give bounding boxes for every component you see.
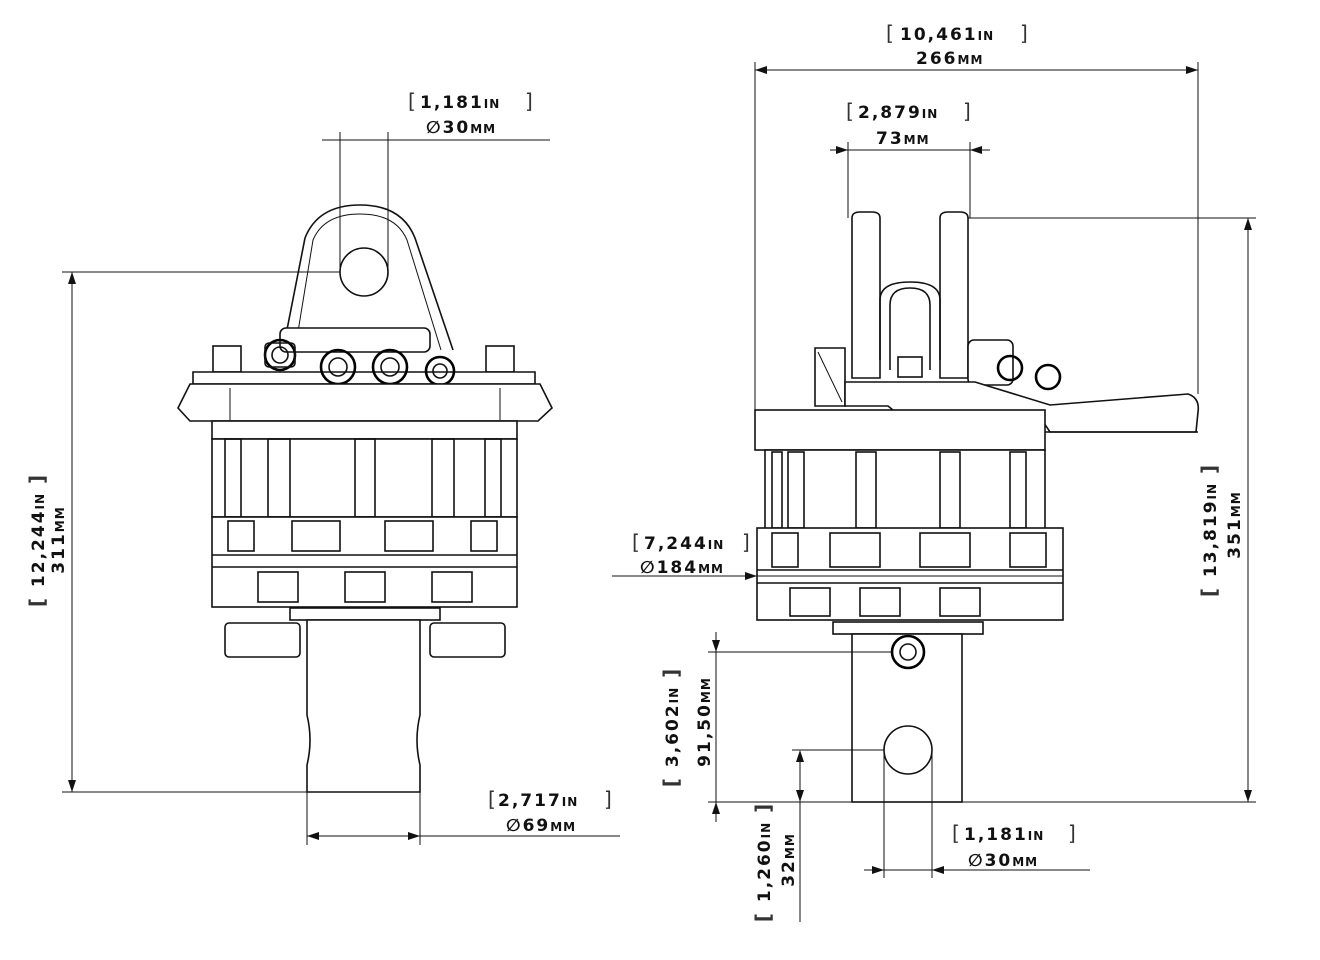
hole-offset-dimension: [ 1,260IN ] 32MM [751,749,884,923]
svg-text:2,717IN: 2,717IN [498,791,578,811]
yoke-gap-imperial-unit: IN [922,107,939,121]
yoke-gap-metric-unit: MM [904,133,930,147]
shaft-length-imperial-unit: IN [667,687,681,704]
right-height-imperial: 13,819 [1201,499,1221,577]
svg-text:[: [ [408,89,416,113]
total-width-dimension: [ ] 10,461IN 266MM [754,21,1199,410]
svg-text:2,879IN: 2,879IN [858,103,938,123]
left-pin-metric: 30 [443,118,471,138]
left-pin-dimension: [ ] 1,181IN ∅30MM [322,89,550,272]
left-shaft-dia-symbol: ∅ [506,816,523,836]
left-pin-imperial-unit: IN [484,97,501,111]
svg-text:[: [ [488,787,496,811]
svg-text:[ 1,260IN ]: [ 1,260IN ] [751,802,775,923]
right-height-metric-unit: MM [1229,491,1243,517]
left-shaft-metric: 69 [523,816,551,836]
svg-text:]: ] [604,787,612,811]
svg-text:]: ] [742,530,750,554]
yoke-gap-imperial: 2,879 [858,103,922,123]
side-view [754,211,1200,803]
svg-text:[: [ [632,530,640,554]
side-housing-pockets [771,532,1047,617]
body-dia-metric: 184 [657,558,699,578]
svg-text:7,244IN: 7,244IN [644,534,724,554]
body-dia-metric-unit: MM [698,562,724,576]
body-diameter-dimension: [ ] 7,244IN ∅184MM [612,530,1063,580]
left-height-dimension: [ 12,244IN ] 311MM [25,271,340,793]
svg-text:[: [ [952,821,960,845]
housing-pockets [227,520,498,603]
left-shaft-imperial-unit: IN [562,795,579,809]
svg-text:351MM: 351MM [1225,491,1245,558]
left-height-imperial-unit: IN [33,493,47,510]
total-width-imperial-unit: IN [978,29,995,43]
right-height-metric: 351 [1225,517,1245,559]
svg-text:[ 13,819IN ]: [ 13,819IN ] [1197,463,1221,597]
svg-text:∅184MM: ∅184MM [640,558,724,578]
hole-offset-imperial: 1,260 [755,838,775,902]
svg-text:[ 3,602IN ]: [ 3,602IN ] [659,667,683,788]
svg-text:10,461IN: 10,461IN [900,25,994,45]
left-shaft-metric-unit: MM [550,820,576,834]
shaft-length-imperial: 3,602 [663,703,683,767]
svg-text:[: [ [886,21,894,45]
hydraulic-fittings [263,327,456,387]
hole-offset-metric-unit: MM [783,833,797,859]
left-pin-dia-symbol: ∅ [426,118,443,138]
svg-text:]: ] [963,99,971,123]
left-pin-metric-unit: MM [470,122,496,136]
right-hole-dimension: [ ] 1,181IN ∅30MM [864,750,1090,878]
front-view [177,204,553,793]
svg-text:[: [ [846,99,854,123]
total-width-imperial: 10,461 [900,25,978,45]
body-dia-symbol: ∅ [640,558,657,578]
right-hole-metric-unit: MM [1012,855,1038,869]
svg-text:73MM: 73MM [876,129,930,149]
right-hole-imperial-unit: IN [1028,829,1045,843]
shaft-length-metric: 91,50 [695,703,715,767]
svg-text:∅30MM: ∅30MM [426,118,496,138]
svg-text:266MM: 266MM [916,49,983,69]
left-height-metric-unit: MM [53,506,67,532]
body-dia-imperial-unit: IN [708,538,725,552]
left-height-imperial: 12,244 [29,509,49,587]
hole-offset-imperial-unit: IN [759,822,773,839]
svg-text:]: ] [1068,821,1076,845]
body-dia-imperial: 7,244 [644,534,708,554]
left-height-metric: 311 [49,532,69,574]
right-height-imperial-unit: IN [1205,483,1219,500]
svg-text:91,50MM: 91,50MM [695,677,715,767]
right-hole-metric: 30 [985,851,1013,871]
shaft-length-metric-unit: MM [699,677,713,703]
svg-text:32MM: 32MM [779,833,799,887]
left-shaft-dimension: [ ] 2,717IN ∅69MM [306,787,620,845]
right-height-dimension: [ 13,819IN ] 351MM [962,217,1256,803]
svg-text:∅69MM: ∅69MM [506,816,576,836]
svg-text:]: ] [525,89,533,113]
svg-text:1,181IN: 1,181IN [964,825,1044,845]
right-hole-dia-symbol: ∅ [968,851,985,871]
hole-offset-metric: 32 [779,859,799,887]
total-width-metric: 266 [916,49,958,69]
left-pin-imperial: 1,181 [420,93,484,113]
total-width-metric-unit: MM [958,53,984,67]
svg-text:311MM: 311MM [49,506,69,573]
right-hole-imperial: 1,181 [964,825,1028,845]
yoke-gap-dimension: [ ] 2,879IN 73MM [830,99,990,218]
svg-text:∅30MM: ∅30MM [968,851,1038,871]
svg-text:1,181IN: 1,181IN [420,93,500,113]
yoke-gap-metric: 73 [876,129,904,149]
svg-text:[ 12,244IN ]: [ 12,244IN ] [25,473,49,607]
svg-text:]: ] [1020,21,1028,45]
left-shaft-imperial: 2,717 [498,791,562,811]
shaft-length-dimension: [ 3,602IN ] 91,50MM [659,632,892,822]
